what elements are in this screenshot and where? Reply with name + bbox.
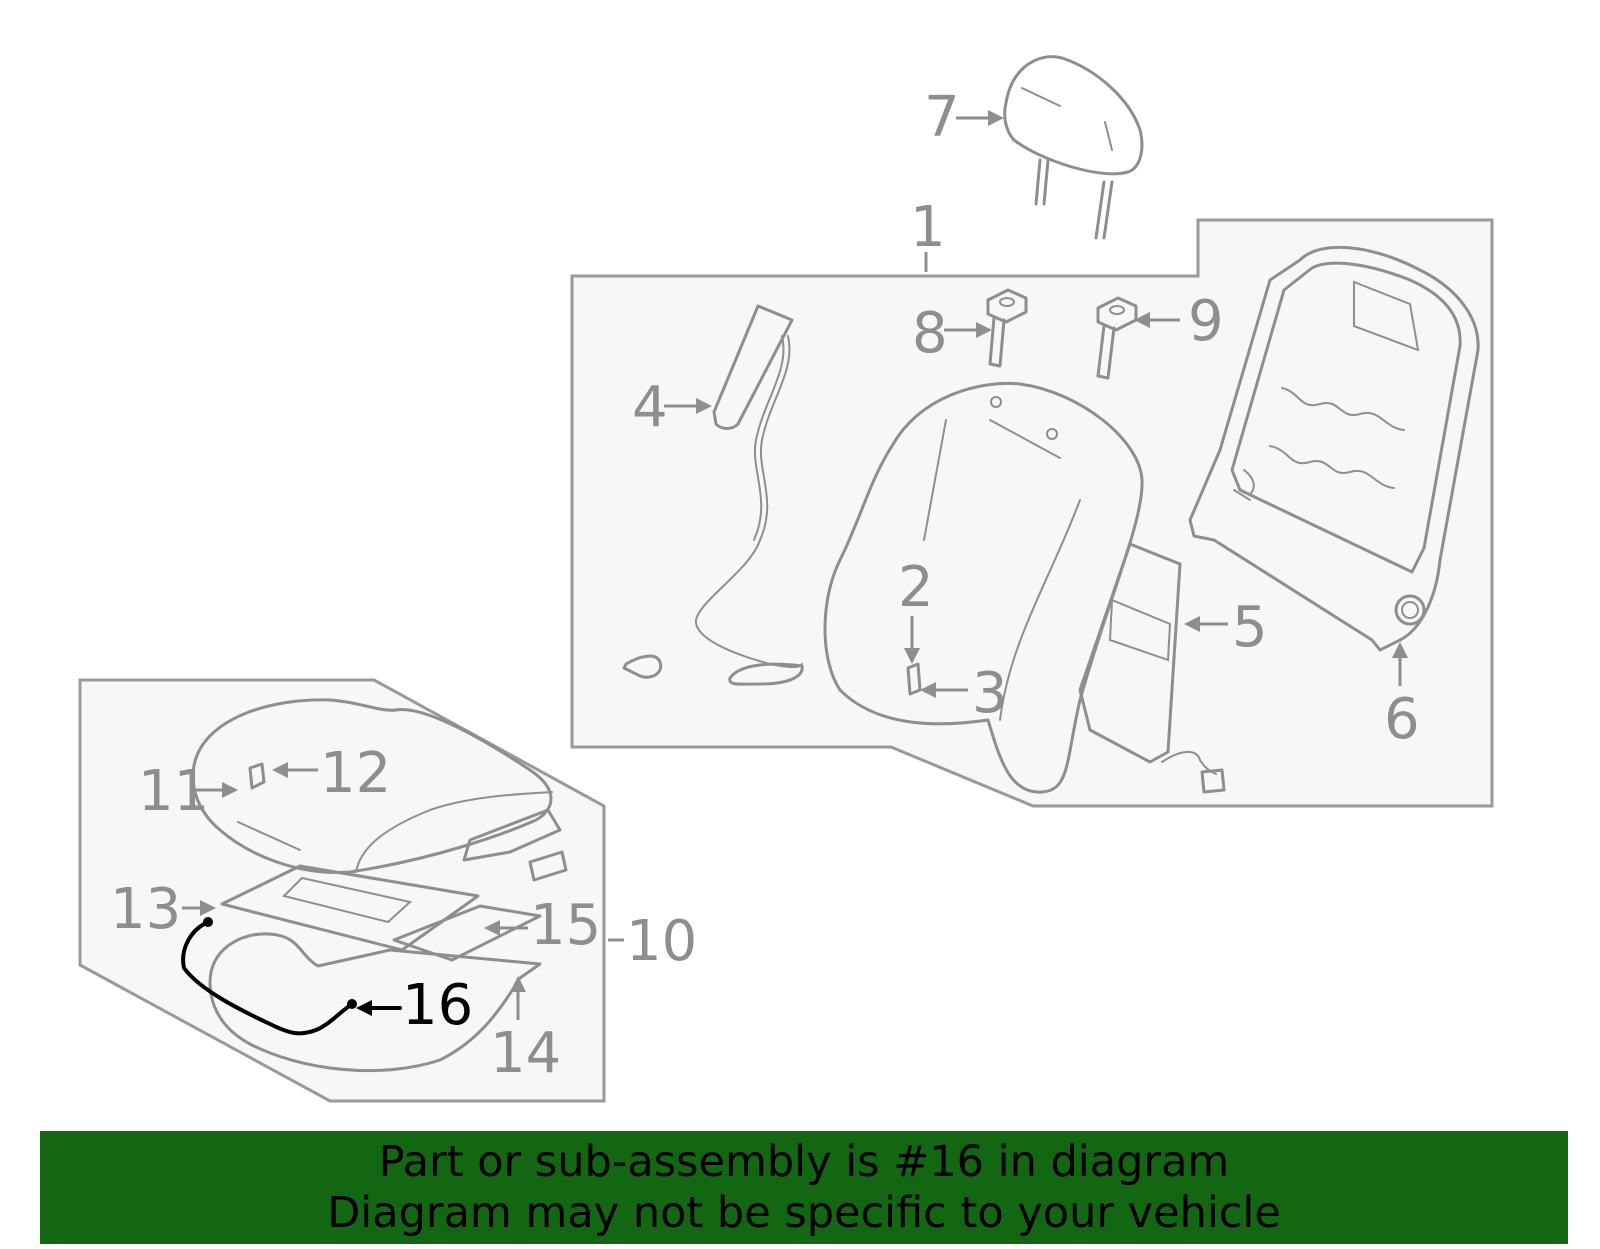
headrest-guide-8 <box>986 288 1028 368</box>
callout-3: 3 <box>972 661 1008 726</box>
seat-heater-element-part <box>220 864 480 952</box>
callout-2: 2 <box>898 555 934 620</box>
callout-15: 15 <box>530 893 601 958</box>
callout-6: 6 <box>1384 687 1420 752</box>
callout-16: 16 <box>402 973 473 1038</box>
info-banner: Part or sub-assembly is #16 in diagram D… <box>40 1131 1568 1244</box>
banner-line-2: Diagram may not be specific to your vehi… <box>327 1188 1281 1238</box>
seat-back-cover-part <box>823 381 1144 794</box>
wire-harness-part-16 <box>181 917 357 1036</box>
callout-1: 1 <box>910 195 946 260</box>
callout-9: 9 <box>1188 289 1224 354</box>
seat-back-frame-part <box>1188 245 1480 652</box>
callout-14: 14 <box>490 1021 561 1086</box>
callout-13: 13 <box>110 877 181 942</box>
banner-line-1: Part or sub-assembly is #16 in diagram <box>378 1137 1230 1187</box>
callout-7: 7 <box>924 85 960 150</box>
callout-10: 10 <box>626 909 697 974</box>
callout-5: 5 <box>1232 595 1268 660</box>
callout-12: 12 <box>320 741 391 806</box>
seat-heater-pad-inner <box>282 876 413 924</box>
headrest-part <box>1003 55 1144 240</box>
callout-8: 8 <box>912 301 948 366</box>
leader-lines <box>182 110 1408 1020</box>
seat-cushion-part <box>191 698 568 882</box>
callout-4: 4 <box>632 375 668 440</box>
callout-11: 11 <box>138 759 209 824</box>
seat-cushion-pad-part <box>208 932 542 1073</box>
side-airbag-part <box>622 304 804 686</box>
seat-back-panel-part <box>1078 542 1226 794</box>
parts-diagram: 1 2 3 4 5 6 7 8 9 10 11 12 13 14 15 16 <box>78 55 1494 1103</box>
